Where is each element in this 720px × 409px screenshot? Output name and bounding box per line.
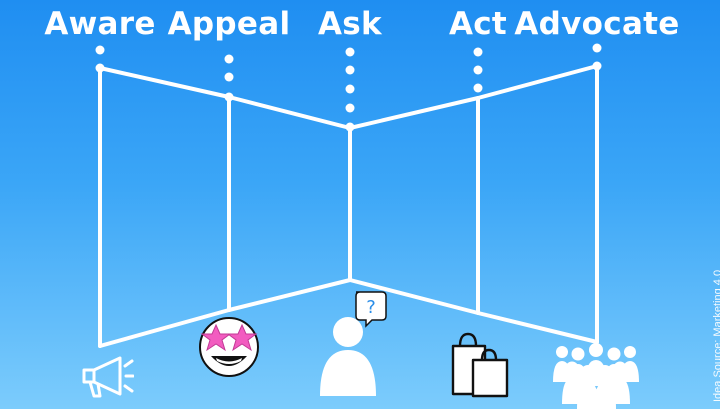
crowd-icon	[553, 343, 639, 409]
stage-label-aware: Aware	[44, 6, 156, 42]
megaphone-icon	[82, 356, 134, 398]
stage-label-ask: Ask	[318, 6, 382, 42]
dots-ask	[345, 47, 355, 132]
stage-label-act: Act	[448, 6, 508, 42]
dots-aware	[95, 45, 105, 73]
funnel-top-edge	[98, 64, 599, 130]
dots-advocate	[592, 43, 602, 71]
svg-text:?: ?	[366, 297, 376, 318]
dots-act	[473, 47, 483, 93]
stage-label-appeal: Appeal	[167, 6, 291, 42]
star-struck-emoji-icon	[199, 317, 259, 377]
person-question-icon: ?	[320, 291, 387, 396]
shopping-bags-icon	[451, 332, 509, 398]
stage-label-advocate: Advocate	[514, 6, 680, 42]
source-note: Idea Source: Marketing 4.0	[712, 269, 720, 402]
dots-appeal	[224, 54, 234, 102]
